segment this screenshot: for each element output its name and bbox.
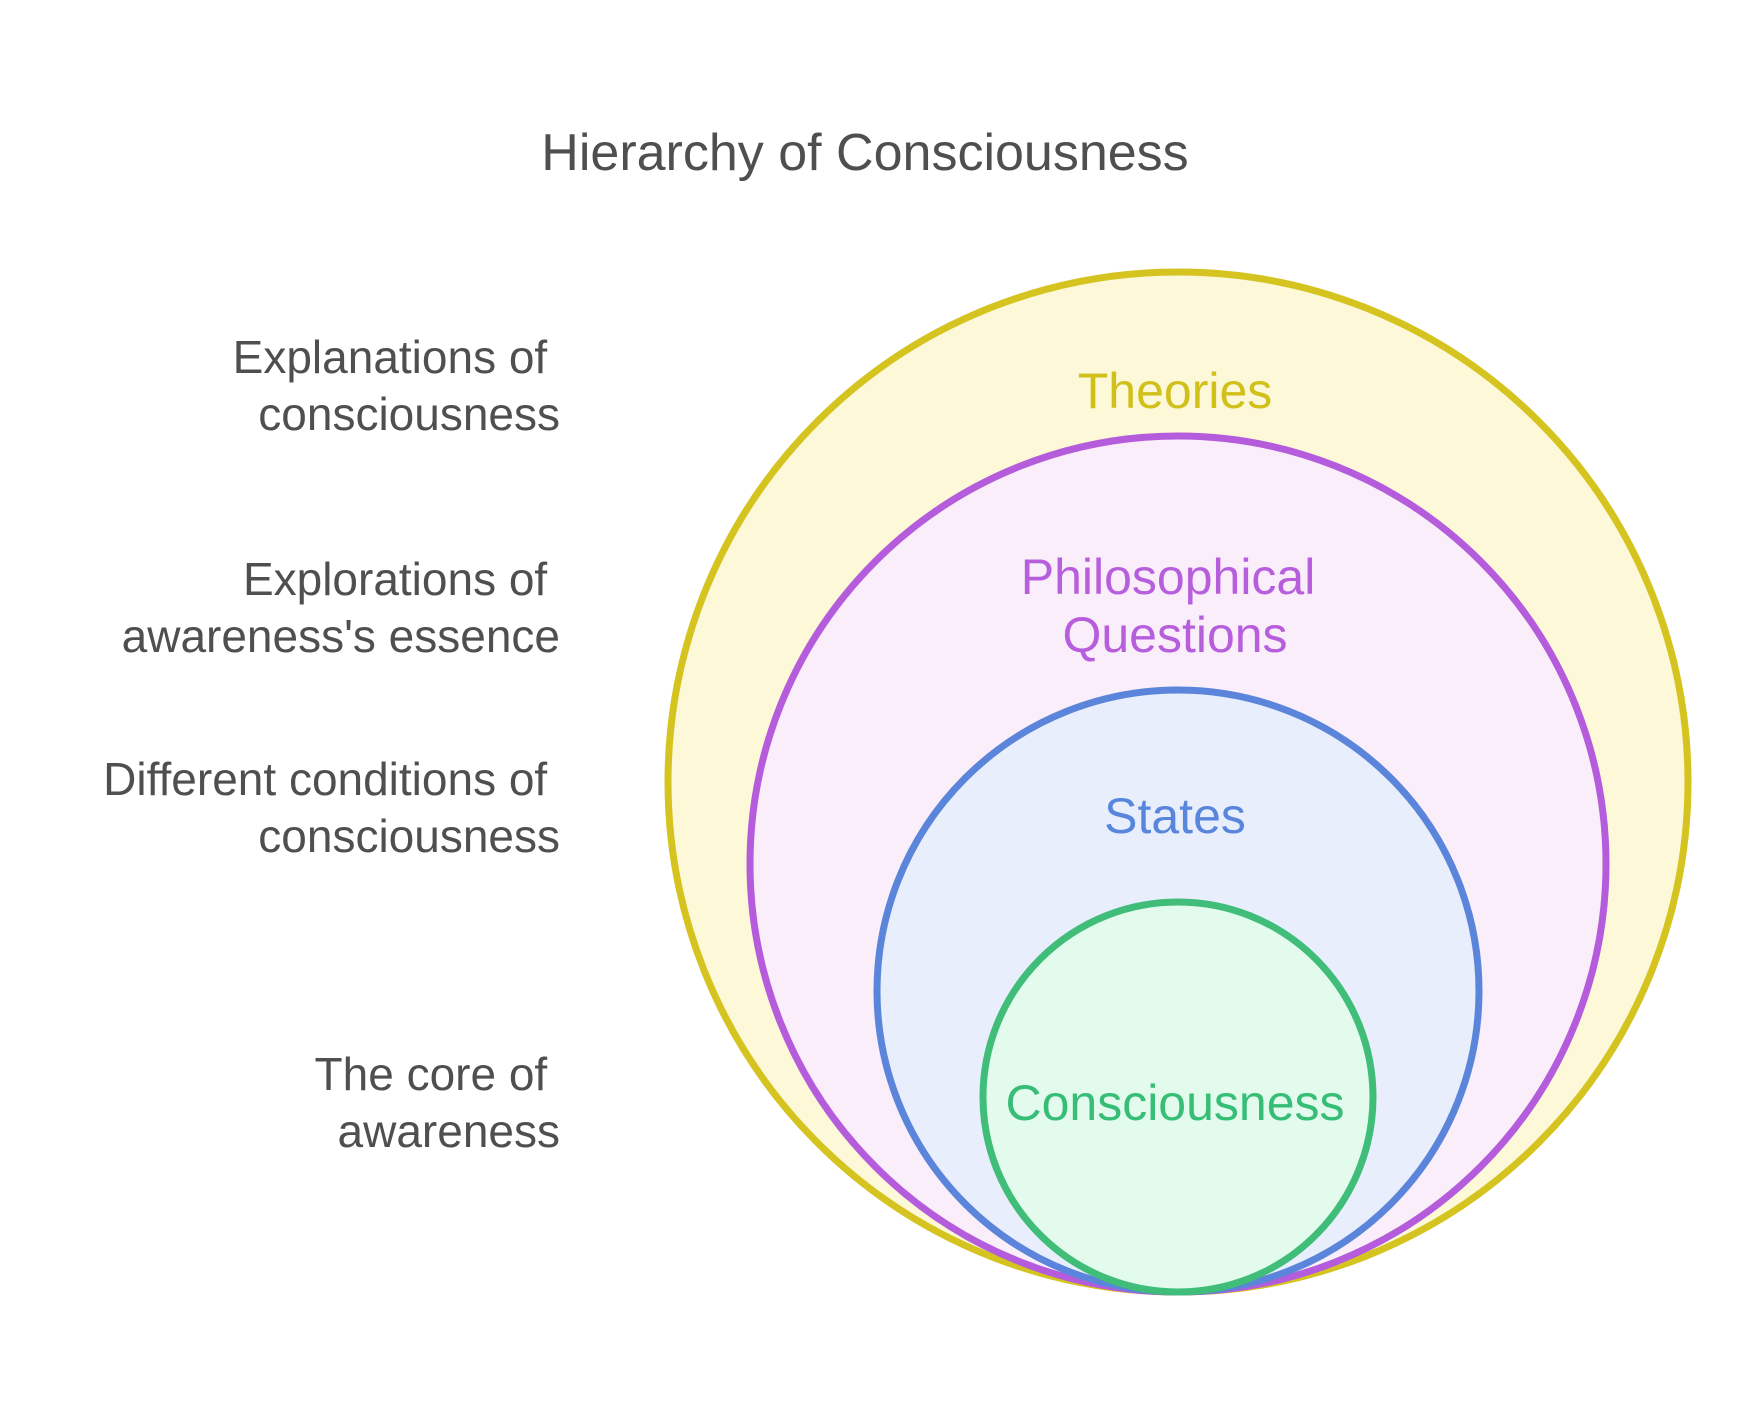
side-label-philosophical-questions: Explorations of awareness's essence xyxy=(122,553,560,662)
side-label-states-line-1: Different conditions of xyxy=(103,753,547,805)
ring-states-label: States xyxy=(1104,788,1246,844)
ring-philosophical-questions-label-line-1: Philosophical xyxy=(1021,549,1316,605)
side-label-theories: Explanations of consciousness xyxy=(233,331,560,440)
side-label-philosophical-questions-line-1: Explorations of xyxy=(243,553,547,605)
ring-philosophical-questions-label-line-2: Questions xyxy=(1062,607,1287,663)
side-label-consciousness-line-1: The core of xyxy=(315,1048,548,1100)
side-label-consciousness-line-2: awareness xyxy=(338,1105,560,1157)
ring-consciousness-label: Consciousness xyxy=(1005,1075,1344,1131)
side-label-consciousness: The core of awareness xyxy=(315,1048,560,1157)
ring-theories-label: Theories xyxy=(1078,363,1273,419)
side-label-states-line-2: consciousness xyxy=(258,810,560,862)
side-label-states: Different conditions of consciousness xyxy=(103,753,560,862)
ring-philosophical-questions-label: Philosophical Questions xyxy=(1021,549,1330,663)
ring-consciousness-circle xyxy=(979,898,1377,1296)
side-label-theories-line-1: Explanations of xyxy=(233,331,548,383)
side-label-philosophical-questions-line-2: awareness's essence xyxy=(122,610,560,662)
side-label-theories-line-2: consciousness xyxy=(258,388,560,440)
page-title: Hierarchy of Consciousness xyxy=(541,124,1188,182)
